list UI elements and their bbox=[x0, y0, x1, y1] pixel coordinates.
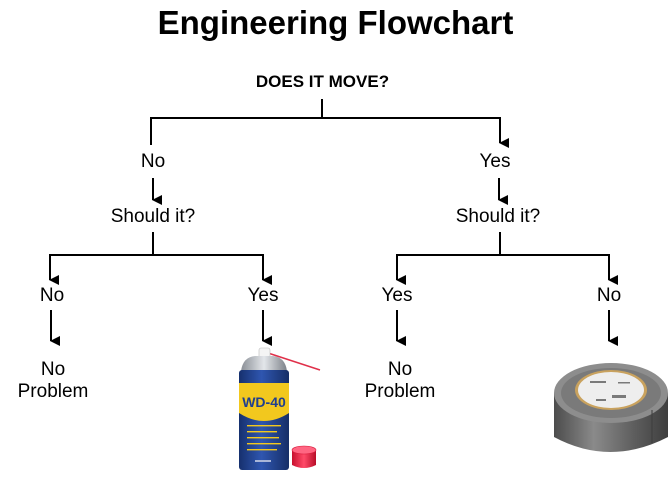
root-branch-line bbox=[150, 117, 509, 148]
right-sub-branch-line bbox=[396, 254, 610, 280]
root-question: DOES IT MOVE? bbox=[255, 72, 390, 91]
answer-right-yes-yes: Yes bbox=[381, 285, 413, 306]
answer-left-no-yes: Yes bbox=[247, 285, 279, 306]
answer-right-yes: Yes bbox=[479, 151, 511, 172]
left-sub-branch-line bbox=[49, 254, 264, 280]
wd40-can-image: WD-40 bbox=[239, 347, 321, 470]
answer-left-no-no: No bbox=[39, 285, 65, 306]
duct-tape-image bbox=[554, 363, 668, 452]
flowchart-title: Engineering Flowchart bbox=[157, 4, 514, 41]
wd40-logo-text: WD-40 bbox=[242, 394, 286, 410]
answer-left-no: No bbox=[140, 151, 166, 172]
question-right-should-it: Should it? bbox=[455, 206, 541, 227]
spray-line bbox=[267, 352, 321, 371]
question-left-should-it: Should it? bbox=[110, 206, 196, 227]
result-no-problem-left: No Problem bbox=[17, 359, 89, 402]
result-no-problem-right: No Problem bbox=[364, 359, 436, 402]
answer-right-yes-no: No bbox=[596, 285, 622, 306]
